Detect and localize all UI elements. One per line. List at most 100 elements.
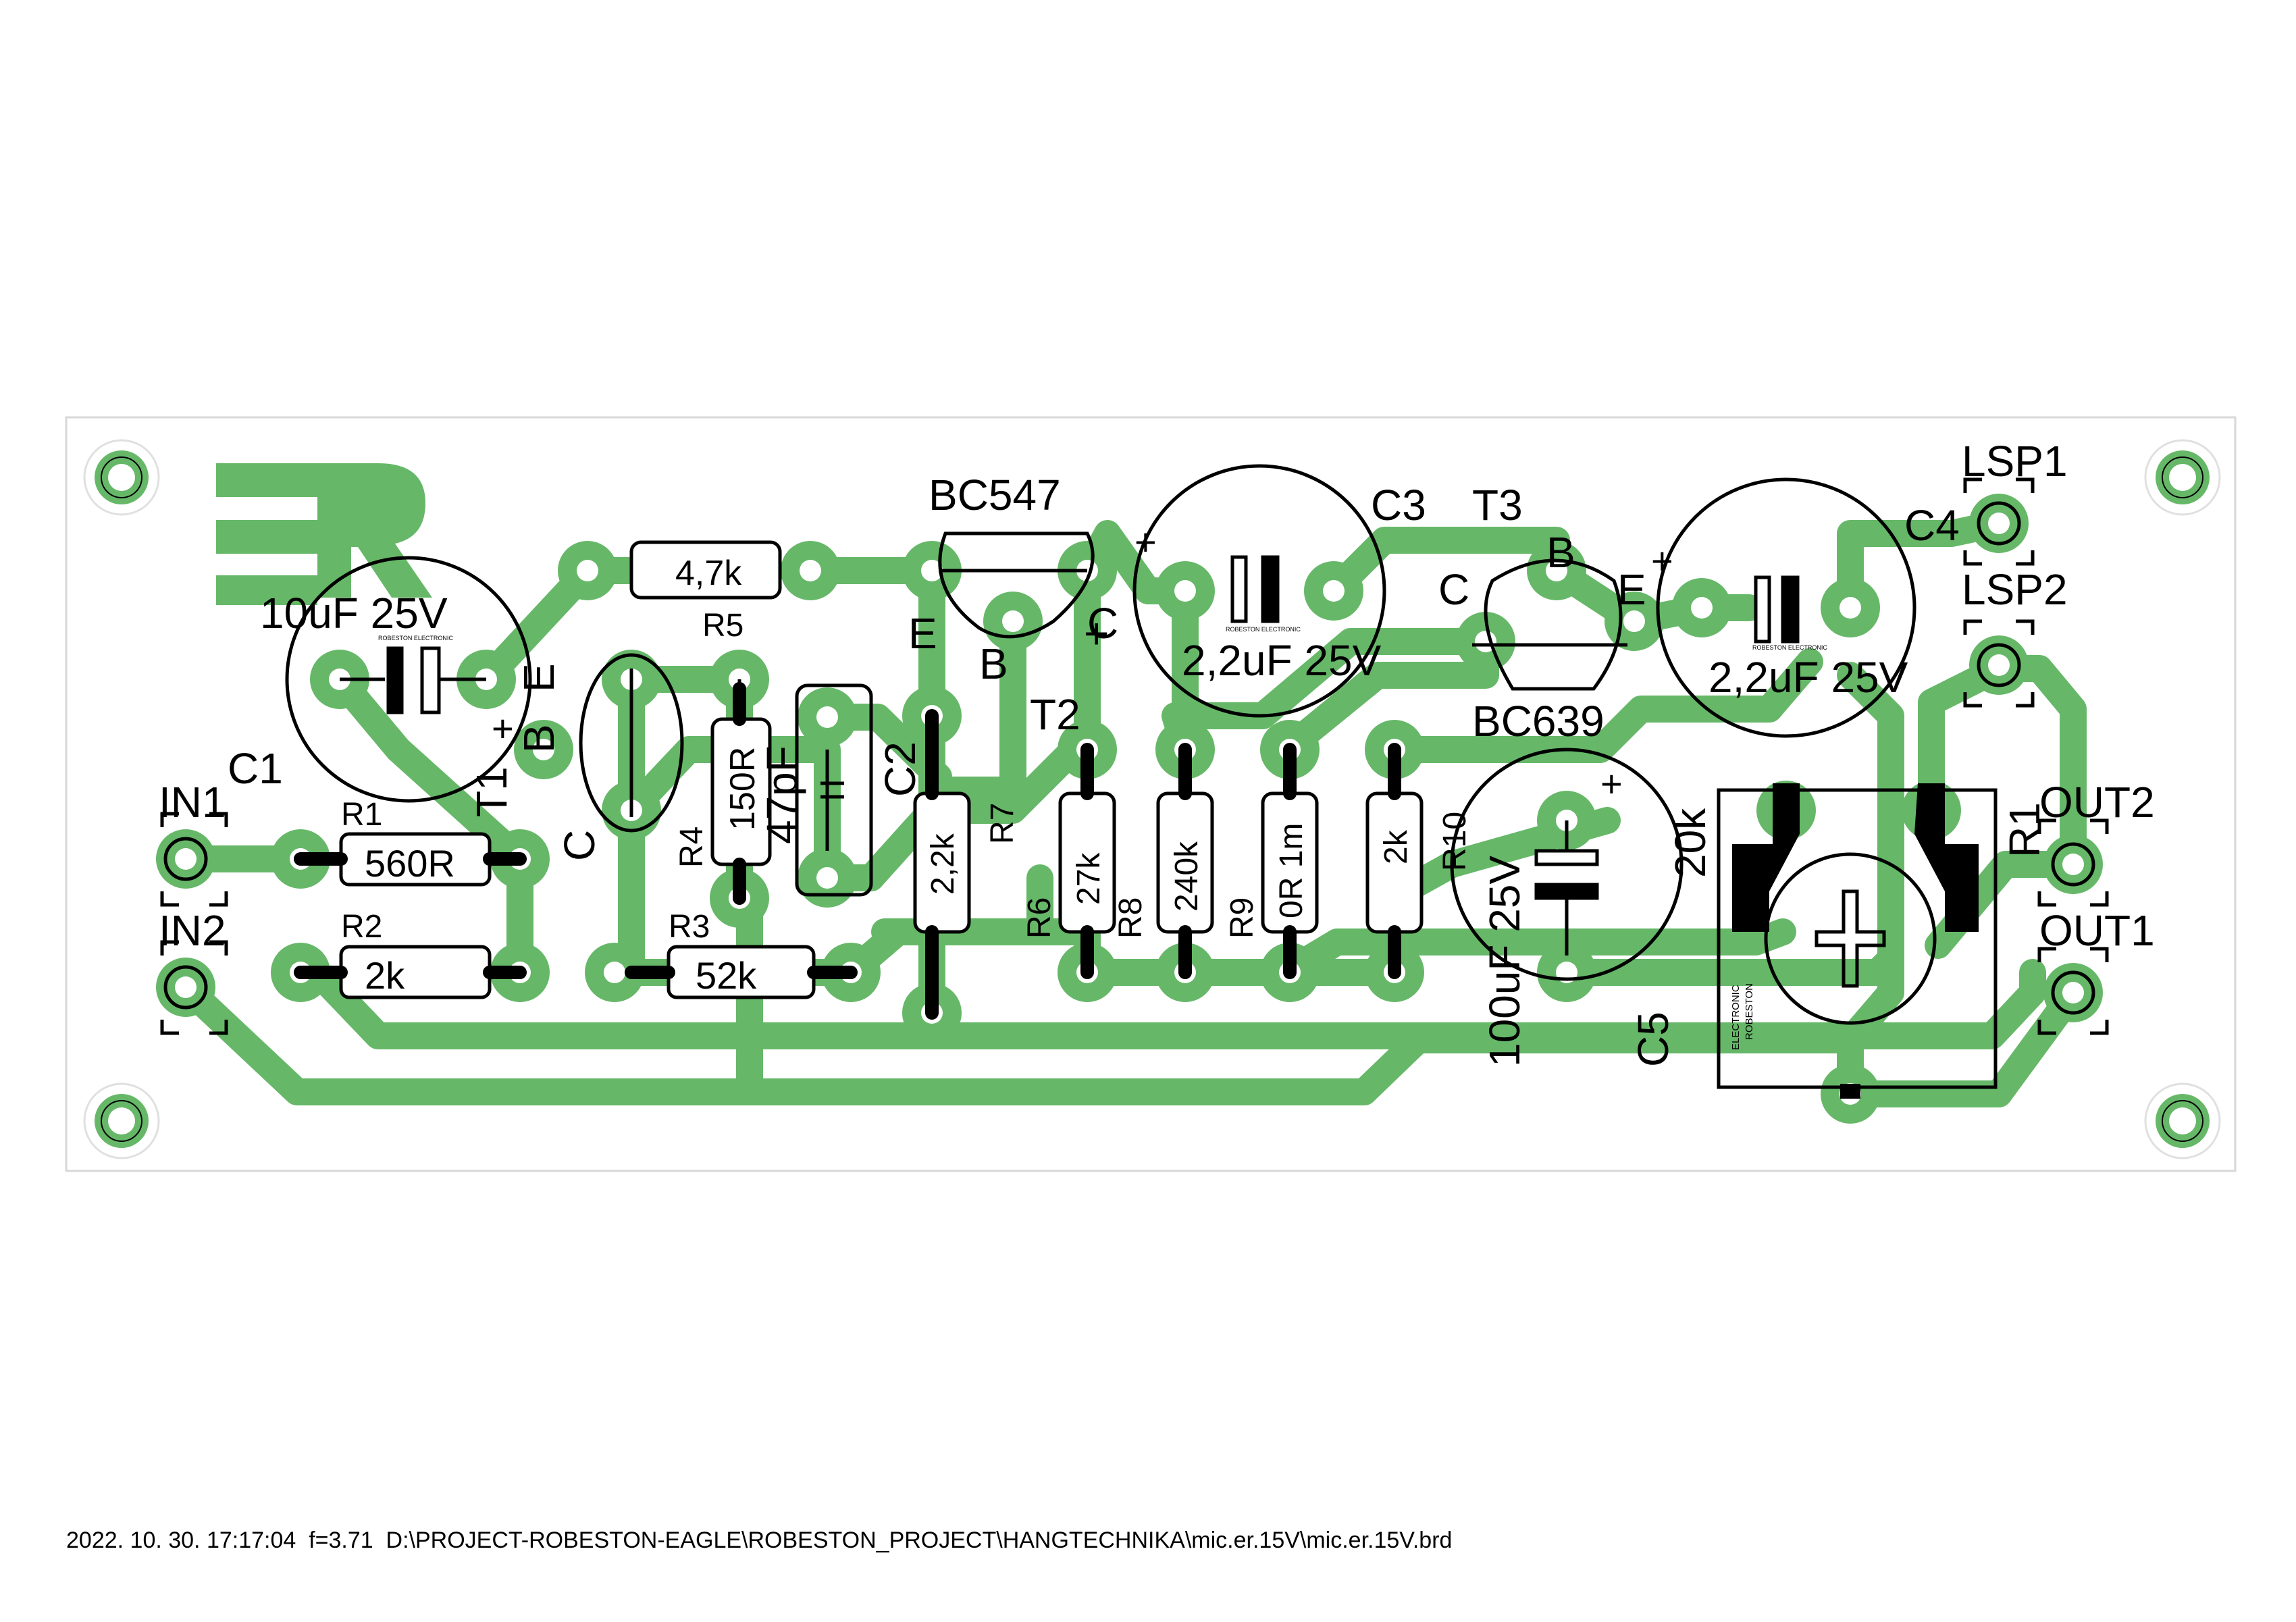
- label-t1: T1: [467, 766, 516, 817]
- pad-c3-a-hole: [1174, 580, 1196, 602]
- in1-bracket: [160, 812, 228, 907]
- trace-r10: [1378, 648, 1823, 763]
- label-c5: C5: [1629, 1012, 1677, 1067]
- pad-c4-a-hole: [1691, 597, 1713, 619]
- silk-tiny-labels: ROBESTON ELECTRONIC ROBESTON ELECTRONIC …: [378, 626, 1827, 651]
- label-r4-value: 150R: [723, 747, 762, 831]
- pad-c2-a-hole: [816, 706, 838, 728]
- label-r5: R5: [702, 608, 743, 644]
- lsp2-bracket: [1963, 619, 2035, 708]
- silkscreen: [160, 464, 2109, 1089]
- trace-out-bus: [304, 959, 2046, 1049]
- label-t3-c: C: [1438, 565, 1469, 614]
- label-c2: C2: [876, 741, 924, 797]
- silk-labels-rotated: T1 E B C R4 150R 47pF C2 R7 2,2k R6 27k …: [467, 663, 2049, 1067]
- label-r4: R4: [674, 827, 710, 868]
- trace-out1-wiper: [1837, 979, 2087, 1107]
- r7-body: [913, 791, 971, 934]
- label-t3: T3: [1472, 481, 1523, 529]
- label-r8: R8: [1113, 897, 1149, 939]
- label-in1: IN1: [159, 778, 226, 827]
- label-t2-c: C: [1087, 599, 1118, 648]
- label-r6: R6: [1022, 897, 1058, 939]
- label-c3: C3: [1371, 481, 1426, 529]
- label-c1-silk: ROBESTON ELECTRONIC: [378, 635, 453, 642]
- mounting-hole-tl: [83, 439, 160, 516]
- out2-bracket: [2037, 818, 2109, 907]
- label-c4-value: 2,2uF 25V: [1708, 653, 1908, 702]
- label-c1-plus: +: [492, 707, 514, 750]
- label-bc639: BC639: [1472, 697, 1604, 745]
- label-c1-value: 10uF 25V: [260, 589, 448, 637]
- pad-out2-hole: [2062, 854, 2084, 875]
- pad-t2-e-hole: [921, 560, 943, 581]
- label-c3-plus: +: [1084, 609, 1109, 658]
- label-t2-e: E: [908, 609, 937, 658]
- trace-t2-b: [918, 608, 1026, 804]
- label-r10-value: 2k: [1378, 829, 1414, 864]
- connector-ring-2: [2051, 842, 2095, 887]
- mounting-holes: [83, 439, 2221, 1159]
- label-r2-value: 2k: [365, 954, 405, 997]
- label-c5-plus: +: [1600, 762, 1623, 805]
- pad-out1-hole: [2062, 982, 2084, 1003]
- label-t2-b: B: [979, 639, 1008, 688]
- label-c4-silk: ROBESTON ELECTRONIC: [1752, 644, 1827, 651]
- label-c5-value: 100uF 25V: [1480, 856, 1529, 1067]
- label-lsp2: LSP2: [1962, 565, 2068, 614]
- label-r7-value: 2,2k: [925, 833, 961, 895]
- pad-c3-b-hole: [1323, 580, 1345, 602]
- label-t1-b: B: [515, 724, 563, 753]
- mounting-hole-br: [2144, 1082, 2221, 1159]
- t3-outline: [1484, 558, 1623, 691]
- t2-outline: [938, 531, 1095, 639]
- label-r8-value: 240k: [1169, 841, 1205, 912]
- connector-ring-5: [163, 965, 208, 1010]
- t1-outline: [579, 653, 684, 833]
- connector-ring-1: [1977, 643, 2021, 687]
- c2-outline: [795, 683, 873, 897]
- label-c2-value: 47pF: [758, 745, 806, 844]
- r2-body: [339, 945, 492, 999]
- connector-ring-3: [2051, 970, 2095, 1015]
- label-r5-value: 4,7k: [675, 554, 742, 593]
- label-t3-e: E: [1617, 565, 1646, 614]
- label-c3-plus-sign: +: [1134, 521, 1157, 563]
- label-t1-e: E: [515, 663, 563, 692]
- pad-t3-e-hole: [1623, 610, 1645, 632]
- pot-dial: [1764, 852, 1937, 1025]
- silk-labels: LSP1 LSP2 C4 C3 T3 BC547 BC639 R5 4,7k 1…: [159, 437, 2155, 997]
- label-c1: C1: [228, 744, 283, 793]
- label-c4: C4: [1904, 501, 1960, 550]
- pad-in2-hole: [175, 976, 197, 998]
- lsp1-bracket: [1963, 477, 2035, 566]
- label-t3-b: B: [1546, 528, 1575, 577]
- label-lsp1: LSP1: [1962, 437, 2068, 486]
- label-r9: R9: [1224, 897, 1260, 939]
- c3-outline: [1132, 464, 1386, 718]
- pad-r3-a-hole: [604, 962, 625, 983]
- label-in2: IN2: [159, 906, 226, 955]
- label-c4-plus: +: [1651, 540, 1673, 582]
- trace-c1-r1: [326, 666, 533, 872]
- connector-ring-0: [1977, 501, 2021, 546]
- out1-bracket: [2037, 947, 2109, 1035]
- label-pot-silk1: ELECTRONIC: [1730, 985, 1742, 1050]
- label-c3-value: 2,2uF 25V: [1182, 636, 1382, 685]
- label-r7: R7: [985, 803, 1020, 844]
- pad-lsp1-hole: [1988, 513, 2010, 534]
- pad-r5-b-hole: [800, 560, 821, 581]
- label-r1-value: 560R: [365, 842, 455, 885]
- mounting-hole-tr: [2144, 439, 2221, 516]
- pad-in1-hole: [175, 848, 197, 870]
- pad-r5-a-hole: [577, 560, 598, 581]
- pad-lsp2-hole: [1988, 654, 2010, 676]
- pad-t3-b-hole: [1546, 560, 1567, 581]
- logo-er: [216, 463, 432, 605]
- pad-c4-b-hole: [1840, 597, 1861, 619]
- c4-outline: [1656, 477, 1916, 738]
- component-leads: [294, 682, 1401, 1020]
- label-r1: R1: [341, 797, 382, 833]
- label-pot-value: 20k: [1666, 808, 1715, 878]
